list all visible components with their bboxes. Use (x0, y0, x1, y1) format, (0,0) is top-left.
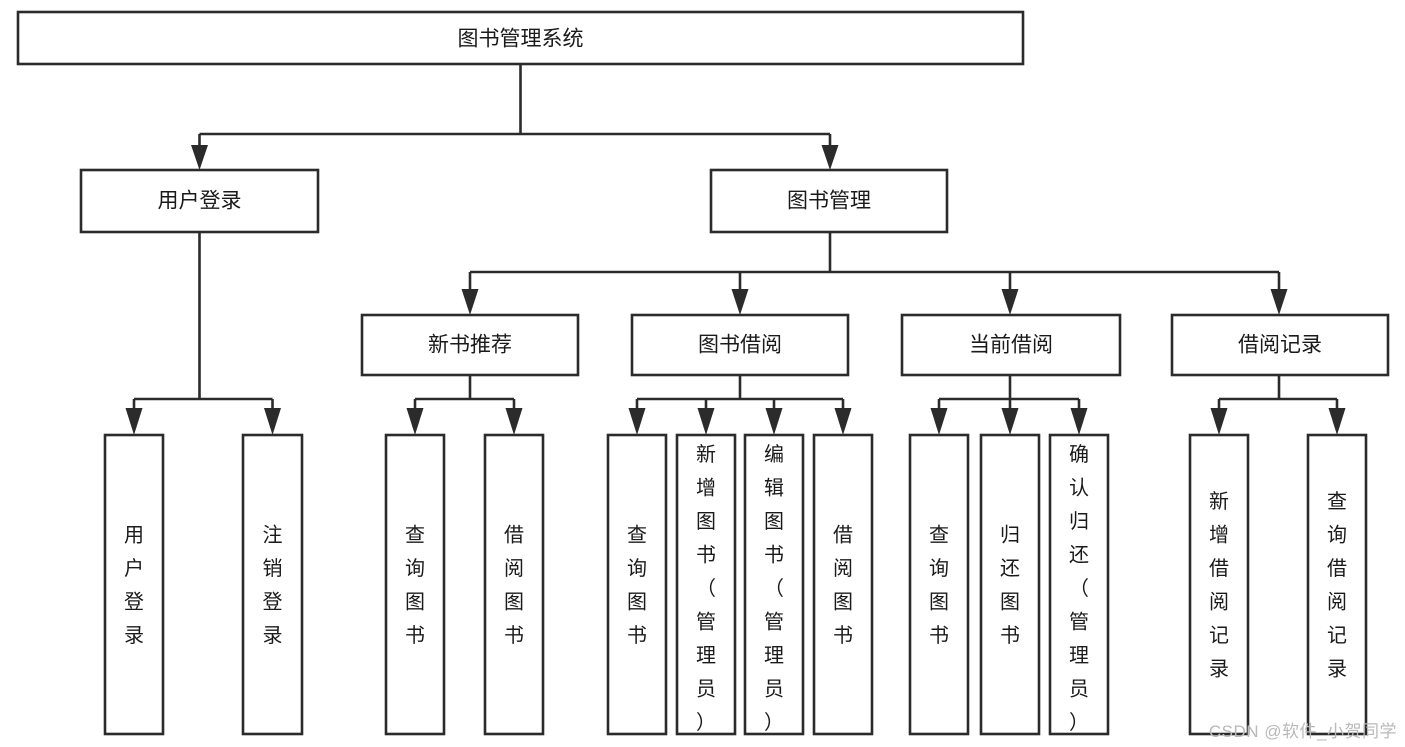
arrow-head-leaf-user-login (125, 408, 143, 435)
node-user-login-label: 用户登录 (158, 190, 242, 213)
node-leaf-edit-book[interactable]: 编辑图书（管理员） (743, 433, 805, 736)
node-leaf-borrow-book-1-label: 借阅图书 (504, 524, 524, 648)
node-leaf-query-record-label: 查询借阅记录 (1327, 490, 1347, 681)
node-leaf-user-login[interactable]: 用户登录 (103, 433, 165, 736)
node-leaf-confirm-return-label: 确认归还（管理员） (1069, 443, 1089, 734)
node-user-login[interactable]: 用户登录 (79, 168, 320, 234)
node-leaf-logout-box[interactable] (241, 433, 304, 736)
node-leaf-edit-book-label: 编辑图书（管理员） (764, 443, 784, 734)
node-leaf-user-login-label: 用户登录 (124, 525, 144, 648)
node-leaf-return-book-box[interactable] (979, 433, 1041, 736)
node-new-book-recommend-box[interactable] (360, 313, 580, 377)
node-leaf-logout-label: 注销登录 (263, 524, 283, 648)
node-book-management-box[interactable] (709, 168, 949, 234)
arrow-head-leaf-edit-book (765, 408, 783, 435)
node-leaf-query-book-1[interactable]: 查询图书 (384, 433, 446, 736)
node-borrow-record-label: 借阅记录 (1238, 334, 1322, 357)
arrow-head-leaf-confirm-return (1070, 408, 1088, 435)
node-leaf-query-book-3-box[interactable] (908, 433, 970, 736)
node-leaf-query-record-box[interactable] (1306, 433, 1368, 736)
node-leaf-confirm-return-box[interactable] (1048, 433, 1110, 736)
arrow-head-leaf-return-book (1001, 408, 1019, 435)
node-new-book-recommend[interactable]: 新书推荐 (360, 313, 580, 377)
node-leaf-add-book-box[interactable] (675, 433, 737, 736)
arrow-head-current-borrow (1001, 289, 1019, 315)
node-book-borrow-box[interactable] (630, 313, 850, 377)
node-leaf-add-record-box[interactable] (1188, 433, 1250, 736)
node-book-management-label: 图书管理 (787, 190, 871, 213)
csdn-watermark: CSDN @软件_小贺同学 (1208, 722, 1397, 741)
node-book-borrow-label: 图书借阅 (698, 334, 782, 357)
node-book-borrow[interactable]: 图书借阅 (630, 313, 850, 377)
arrow-head-leaf-borrow-book-2 (834, 408, 852, 435)
arrow-head-leaf-add-record (1210, 408, 1228, 435)
node-leaf-query-book-2-label: 查询图书 (627, 524, 647, 648)
arrow-head-leaf-add-book (697, 408, 715, 435)
node-leaf-return-book-label: 归还图书 (1000, 524, 1020, 648)
node-layer: 图书管理系统 用户登录 图书管理 新书推荐 图书借阅 当前 (16, 10, 1390, 736)
node-leaf-add-record-label: 新增借阅记录 (1209, 490, 1229, 681)
arrow-head-user-login (191, 145, 208, 170)
node-leaf-add-record[interactable]: 新增借阅记录 (1188, 433, 1250, 736)
arrow-head-book-borrow (731, 289, 749, 315)
node-leaf-query-book-1-label: 查询图书 (405, 524, 425, 648)
node-leaf-add-book-label: 新增图书（管理员） (696, 443, 716, 734)
node-current-borrow-box[interactable] (900, 313, 1122, 377)
node-leaf-query-book-2-box[interactable] (606, 433, 668, 736)
arrow-head-leaf-query-book-1 (406, 408, 424, 435)
node-leaf-logout[interactable]: 注销登录 (241, 433, 304, 736)
node-user-login-box[interactable] (79, 168, 320, 234)
arrow-head-leaf-query-book-2 (628, 408, 646, 435)
node-leaf-query-record[interactable]: 查询借阅记录 (1306, 433, 1368, 736)
node-leaf-confirm-return[interactable]: 确认归还（管理员） (1048, 433, 1110, 736)
node-leaf-query-book-3[interactable]: 查询图书 (908, 433, 970, 736)
node-root[interactable]: 图书管理系统 (16, 10, 1025, 66)
node-leaf-query-book-1-box[interactable] (384, 433, 446, 736)
node-leaf-edit-book-box[interactable] (743, 433, 805, 736)
node-book-management[interactable]: 图书管理 (709, 168, 949, 234)
node-current-borrow[interactable]: 当前借阅 (900, 313, 1122, 377)
node-leaf-return-book[interactable]: 归还图书 (979, 433, 1041, 736)
node-leaf-query-book-3-label: 查询图书 (929, 524, 949, 648)
node-borrow-record[interactable]: 借阅记录 (1170, 313, 1390, 377)
node-leaf-query-book-2[interactable]: 查询图书 (606, 433, 668, 736)
node-leaf-borrow-book-1[interactable]: 借阅图书 (483, 433, 545, 736)
node-leaf-add-book[interactable]: 新增图书（管理员） (675, 433, 737, 736)
node-borrow-record-box[interactable] (1170, 313, 1390, 377)
node-leaf-borrow-book-2-label: 借阅图书 (833, 524, 853, 648)
arrow-head-leaf-logout (264, 408, 281, 435)
node-leaf-borrow-book-2-box[interactable] (812, 433, 874, 736)
arrow-head-leaf-query-record (1328, 408, 1346, 435)
node-new-book-recommend-label: 新书推荐 (428, 334, 512, 357)
arrow-head-leaf-borrow-book-1 (505, 408, 523, 435)
arrow-head-leaf-query-book-3 (930, 408, 948, 435)
node-leaf-user-login-box[interactable] (103, 433, 165, 736)
node-root-label: 图书管理系统 (458, 28, 584, 51)
connector-layer (125, 64, 1346, 435)
arrow-head-new-book-recommend (461, 289, 479, 315)
arrow-head-book-management (821, 145, 839, 170)
node-current-borrow-label: 当前借阅 (969, 334, 1053, 357)
node-leaf-borrow-book-2[interactable]: 借阅图书 (812, 433, 874, 736)
node-leaf-borrow-book-1-box[interactable] (483, 433, 545, 736)
arrow-head-borrow-record (1270, 289, 1288, 315)
node-root-box[interactable] (16, 10, 1025, 66)
